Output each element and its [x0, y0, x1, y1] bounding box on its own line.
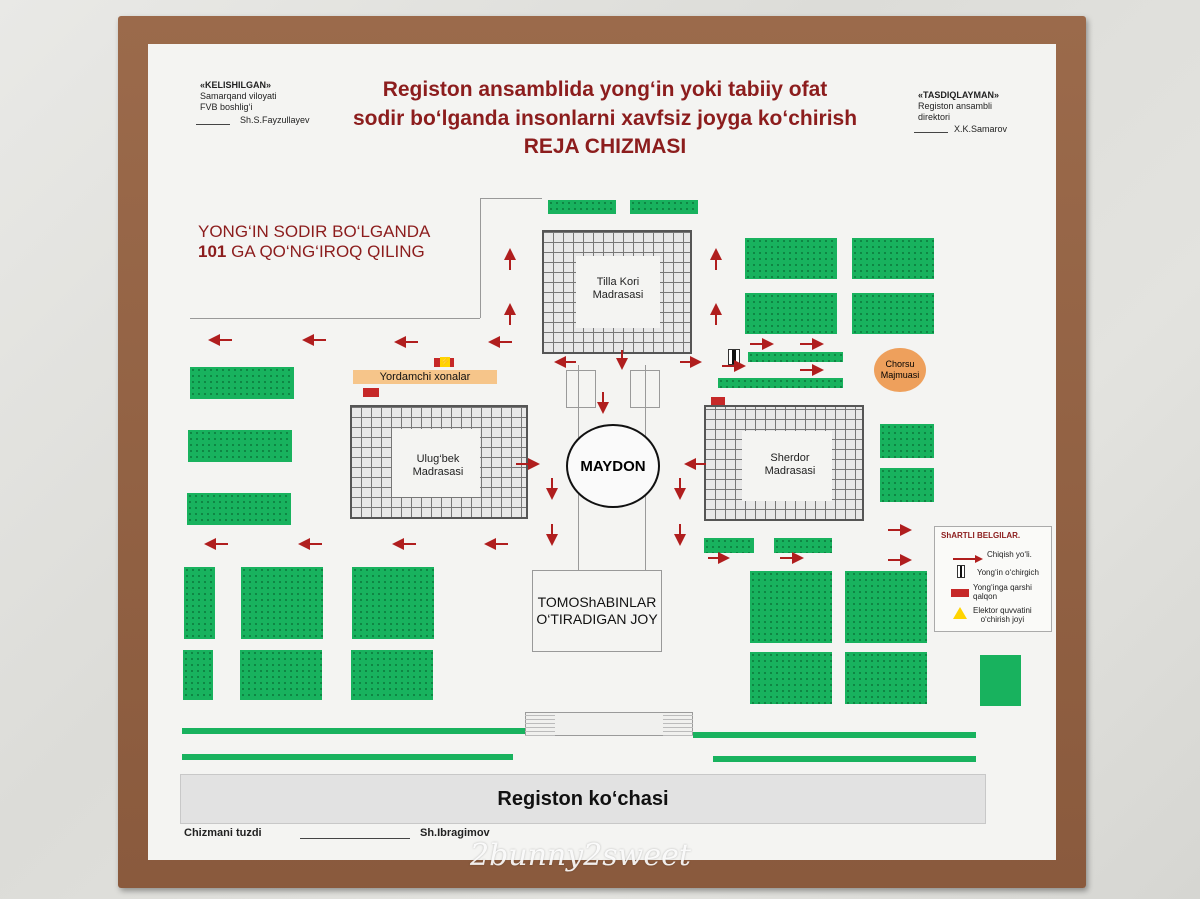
entrance-steps — [663, 712, 693, 736]
green-area — [852, 238, 934, 279]
legend-electric-label: Elektor quvvatini o‘chirish joyi — [973, 606, 1032, 624]
tilla-kori-madrasa — [542, 230, 692, 354]
watermark: 2bunny2sweet — [470, 838, 691, 873]
approval-right-signer: X.K.Samarov — [954, 124, 1008, 134]
title-line-1: Registon ansamblida yong‘in yoki tabiiy … — [382, 78, 828, 101]
legend-extinguisher-label: Yong‘in o‘chirgich — [977, 568, 1039, 577]
fire-shield-icon — [951, 589, 969, 597]
green-area — [352, 567, 434, 639]
green-strip — [748, 352, 843, 362]
approval-left-line1: Samarqand viloyati — [200, 91, 277, 101]
approval-right: «TASDIQLAYMAN» Registon ansambli direkto… — [918, 90, 1028, 123]
green-border-strip — [713, 756, 976, 762]
green-area — [188, 430, 292, 462]
drawn-by-signature-line — [300, 838, 410, 839]
entrance-steps — [525, 712, 555, 736]
boundary-line — [480, 198, 542, 318]
street-label: Registon ko‘chasi — [497, 787, 669, 810]
extinguisher-icon — [957, 565, 965, 578]
ulugbek-madrasa — [350, 405, 528, 519]
green-area — [750, 652, 832, 704]
phone-notice: YONG‘IN SODIR BO‘LGANDA 101 GA QO‘NG‘IRO… — [198, 222, 478, 262]
green-area — [880, 424, 934, 458]
green-border-strip — [693, 732, 976, 738]
green-area — [241, 567, 323, 639]
drawn-by-name: Sh.Ibragimov — [420, 827, 490, 839]
auxiliary-rooms: Yordamchi xonalar — [353, 370, 497, 384]
title-line-3: REJA CHIZMASI — [523, 135, 687, 158]
signature-line-right — [914, 132, 948, 133]
green-strip — [774, 538, 832, 553]
green-area — [187, 493, 291, 525]
maydon-label: MAYDON — [580, 457, 646, 475]
green-area — [750, 571, 832, 643]
phone-notice-line2: GA QO‘NG‘IROQ QILING — [231, 242, 425, 261]
green-border-strip — [182, 728, 525, 734]
sherdor-label: Sherdor Madrasasi — [764, 452, 816, 477]
emergency-number: 101 — [198, 242, 227, 261]
audience-seating: TOMOShABINLAR O‘TIRADIGAN JOY — [532, 570, 662, 652]
electric-warning-icon — [953, 607, 967, 619]
fire-shield-icon — [711, 397, 725, 405]
green-area — [845, 571, 927, 643]
approval-right-heading: «TASDIQLAYMAN» — [918, 90, 1000, 100]
approval-left-heading: «KELISHILGAN» — [200, 80, 272, 90]
green-border-strip — [182, 754, 513, 760]
approval-left: «KELISHILGAN» Samarqand viloyati FVB bos… — [200, 80, 310, 113]
audience-seating-label: TOMOShABINLAR O‘TIRADIGAN JOY — [536, 594, 658, 627]
ulugbek-label: Ulug‘bek Madrasasi — [412, 453, 464, 478]
walkway-block — [566, 370, 596, 408]
green-area — [184, 567, 215, 639]
green-area — [880, 468, 934, 502]
green-area — [351, 650, 433, 700]
legend-title: ShARTLI BELGILAR. — [941, 531, 1021, 540]
green-area — [183, 650, 213, 700]
maydon-square: MAYDON — [566, 424, 660, 508]
sherdor-madrasa — [704, 405, 864, 521]
walkway-block — [630, 370, 660, 408]
legend-shield-label: Yong‘inga qarshi qalqon — [973, 583, 1032, 601]
signature-line-left — [196, 124, 230, 125]
green-strip — [704, 538, 754, 553]
exit-arrow-icon — [953, 550, 983, 563]
approval-right-line1: Registon ansambli — [918, 101, 993, 111]
approval-left-signer: Sh.S.Fayzullayev — [240, 115, 310, 125]
title-line-2: sodir bo‘lganda insonlarni xavfsiz joyga… — [352, 107, 858, 130]
drawn-by-label: Chizmani tuzdi — [184, 827, 262, 839]
electric-warning-icon: ⚡ — [440, 357, 450, 367]
green-area — [548, 200, 616, 214]
chorsu-complex: Chorsu Majmuasi — [874, 348, 926, 392]
chorsu-label: Chorsu Majmuasi — [880, 359, 920, 380]
green-area — [630, 200, 698, 214]
phone-notice-line1: YONG‘IN SODIR BO‘LGANDA — [198, 222, 431, 241]
legend-exit-label: Chiqish yo‘li. — [987, 550, 1032, 559]
approval-left-line2: FVB boshlig‘i — [200, 102, 253, 112]
green-area — [190, 367, 294, 399]
tilla-kori-label: Tilla Kori Madrasasi — [592, 276, 644, 301]
green-area — [980, 655, 1021, 706]
green-area — [240, 650, 322, 700]
registon-street: Registon ko‘chasi — [180, 774, 986, 824]
boundary-line — [190, 318, 480, 319]
auxiliary-rooms-label: Yordamchi xonalar — [379, 371, 471, 383]
green-strip — [718, 378, 843, 388]
fire-shield-icon — [363, 388, 379, 397]
green-area — [852, 293, 934, 334]
green-area — [745, 238, 837, 279]
green-area — [845, 652, 927, 704]
green-area — [745, 293, 837, 334]
approval-right-line2: direktori — [918, 112, 951, 122]
legend: ShARTLI BELGILAR. Chiqish yo‘li. Yong‘in… — [934, 526, 1052, 632]
